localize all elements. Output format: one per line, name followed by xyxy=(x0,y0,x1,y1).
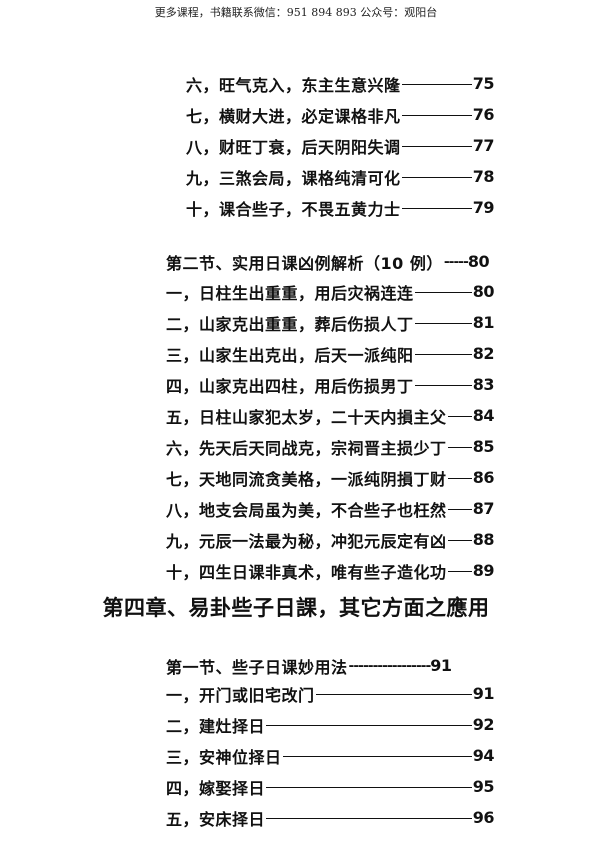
toc-entry[interactable]: 一，日柱生出重重，用后灾祸连连 80 xyxy=(166,276,495,307)
toc-entry-page: 87 xyxy=(472,499,495,518)
toc-entry-label: 七，横财大进，必定课格非凡 xyxy=(186,106,401,126)
section-heading-page: 80 xyxy=(467,252,490,271)
dot-leader xyxy=(266,818,472,819)
toc-entry-label: 四，山家克出四柱，用后伤损男丁 xyxy=(166,376,414,396)
toc-entry-label: 四，嫁娶择日 xyxy=(166,778,266,798)
toc-entry[interactable]: 八，地支会局虽为美，不合些子也枉然 87 xyxy=(166,493,495,524)
dot-leader xyxy=(266,787,472,788)
section-heading[interactable]: 第二节、实用日课凶例解析（10 例） ----- 80 xyxy=(166,246,494,277)
toc-section-2: 第二节、实用日课凶例解析（10 例） ----- 80 xyxy=(166,246,494,277)
toc-entry-label: 七，天地同流贪美格，一派纯阴損丁财 xyxy=(166,469,447,489)
toc-entry-page: 85 xyxy=(472,437,495,456)
dot-leader xyxy=(266,725,472,726)
toc-group-1: 六，旺气克入，东主生意兴隆 75 七，横财大进，必定课格非凡 76 八，财旺丁衰… xyxy=(186,68,495,223)
section-heading-label: 第二节、实用日课凶例解析（10 例） xyxy=(166,253,443,273)
toc-entry[interactable]: 二，建灶择日 92 xyxy=(166,709,495,740)
dot-leader xyxy=(447,447,472,448)
toc-entry[interactable]: 十，四生日课非真术，唯有些子造化功 89 xyxy=(166,555,495,586)
section-heading-label: 第一节、些子日课妙用法 xyxy=(166,657,348,677)
toc-entry-label: 九，元辰一法最为秘，冲犯元辰定有凶 xyxy=(166,531,447,551)
toc-entry-page: 76 xyxy=(472,105,495,124)
toc-entry[interactable]: 十，课合些子，不畏五黄力士 79 xyxy=(186,192,495,223)
toc-entry-page: 89 xyxy=(472,561,495,580)
dot-leader xyxy=(414,323,472,324)
toc-entry[interactable]: 四，嫁娶择日 95 xyxy=(166,771,495,802)
toc-entry-label: 九，三煞会局，课格纯清可化 xyxy=(186,168,401,188)
toc-entry-label: 二，山家克出重重，葬后伤损人丁 xyxy=(166,314,414,334)
dot-leader xyxy=(447,509,472,510)
toc-entry[interactable]: 七，天地同流贪美格，一派纯阴損丁财 86 xyxy=(166,462,495,493)
toc-entry-page: 83 xyxy=(472,375,495,394)
toc-entry-page: 81 xyxy=(472,313,495,332)
dot-leader xyxy=(401,208,472,209)
toc-entry-page: 95 xyxy=(472,777,495,796)
toc-entry-label: 一，日柱生出重重，用后灾祸连连 xyxy=(166,283,414,303)
toc-entry[interactable]: 五，日柱山家犯太岁，二十天内損主父 84 xyxy=(166,400,495,431)
toc-entry[interactable]: 三，山家生出克出，后天一派纯阳 82 xyxy=(166,338,495,369)
toc-entry[interactable]: 四，山家克出四柱，用后伤损男丁 83 xyxy=(166,369,495,400)
toc-entry-label: 八，地支会局虽为美，不合些子也枉然 xyxy=(166,500,447,520)
toc-entry[interactable]: 六，旺气克入，东主生意兴隆 75 xyxy=(186,68,495,99)
toc-entry-label: 五，日柱山家犯太岁，二十天内損主父 xyxy=(166,407,447,427)
toc-entry-label: 一，开门或旧宅改门 xyxy=(166,685,315,705)
toc-entry-label: 八，财旺丁衰，后天阴阳失调 xyxy=(186,137,401,157)
toc-entry-page: 91 xyxy=(472,684,495,703)
dot-leader xyxy=(414,292,472,293)
toc-entry-page: 94 xyxy=(472,746,495,765)
toc-entry-page: 78 xyxy=(472,167,495,186)
toc-group-2: 一，日柱生出重重，用后灾祸连连 80 二，山家克出重重，葬后伤损人丁 81 三，… xyxy=(166,276,495,586)
dash-leader: ----- xyxy=(443,253,469,270)
dot-leader xyxy=(401,146,472,147)
toc-entry[interactable]: 七，横财大进，必定课格非凡 76 xyxy=(186,99,495,130)
dot-leader xyxy=(447,416,472,417)
dash-leader: ----------------- xyxy=(348,657,432,674)
toc-entry-page: 88 xyxy=(472,530,495,549)
toc-entry[interactable]: 六，先天后天同战克，宗祠晋主损少丁 85 xyxy=(166,431,495,462)
dot-leader xyxy=(447,571,472,572)
toc-entry-label: 十，课合些子，不畏五黄力士 xyxy=(186,199,401,219)
toc-group-3: 一，开门或旧宅改门 91 二，建灶择日 92 三，安神位择日 94 四，嫁娶择日… xyxy=(166,678,495,833)
toc-section-1: 第一节、些子日课妙用法 ----------------- 91 xyxy=(166,650,494,681)
toc-entry[interactable]: 一，开门或旧宅改门 91 xyxy=(166,678,495,709)
toc-entry[interactable]: 三，安神位择日 94 xyxy=(166,740,495,771)
toc-entry-label: 三，安神位择日 xyxy=(166,747,282,767)
toc-entry-label: 六，先天后天同战克，宗祠晋主损少丁 xyxy=(166,438,447,458)
dot-leader xyxy=(282,756,472,757)
toc-entry-page: 84 xyxy=(472,406,495,425)
toc-entry-page: 75 xyxy=(472,74,495,93)
toc-entry-label: 五，安床择日 xyxy=(166,809,266,829)
section-heading-page: 91 xyxy=(430,656,452,675)
dot-leader xyxy=(414,354,472,355)
dot-leader xyxy=(447,540,472,541)
toc-entry-page: 79 xyxy=(472,198,495,217)
dot-leader xyxy=(401,177,472,178)
page-header: 更多课程，书籍联系微信：951 894 893 公众号：观阳台 xyxy=(154,6,438,19)
toc-entry-page: 86 xyxy=(472,468,495,487)
toc-entry-label: 三，山家生出克出，后天一派纯阳 xyxy=(166,345,414,365)
toc-entry-page: 77 xyxy=(472,136,495,155)
toc-entry-label: 二，建灶择日 xyxy=(166,716,266,736)
chapter-title: 第四章、易卦些子日課，其它方面之應用 xyxy=(102,596,490,620)
toc-entry-page: 80 xyxy=(472,282,495,301)
toc-entry-label: 六，旺气克入，东主生意兴隆 xyxy=(186,75,401,95)
toc-entry[interactable]: 九，元辰一法最为秘，冲犯元辰定有凶 88 xyxy=(166,524,495,555)
toc-entry-page: 82 xyxy=(472,344,495,363)
dot-leader xyxy=(401,84,472,85)
toc-entry[interactable]: 二，山家克出重重，葬后伤损人丁 81 xyxy=(166,307,495,338)
dot-leader xyxy=(447,478,472,479)
toc-entry[interactable]: 八，财旺丁衰，后天阴阳失调 77 xyxy=(186,130,495,161)
section-heading[interactable]: 第一节、些子日课妙用法 ----------------- 91 xyxy=(166,650,494,681)
toc-entry[interactable]: 九，三煞会局，课格纯清可化 78 xyxy=(186,161,495,192)
dot-leader xyxy=(315,694,472,695)
toc-entry-label: 十，四生日课非真术，唯有些子造化功 xyxy=(166,562,447,582)
dot-leader xyxy=(401,115,472,116)
dot-leader xyxy=(414,385,472,386)
toc-entry[interactable]: 五，安床择日 96 xyxy=(166,802,495,833)
toc-entry-page: 96 xyxy=(472,808,495,827)
toc-entry-page: 92 xyxy=(472,715,495,734)
